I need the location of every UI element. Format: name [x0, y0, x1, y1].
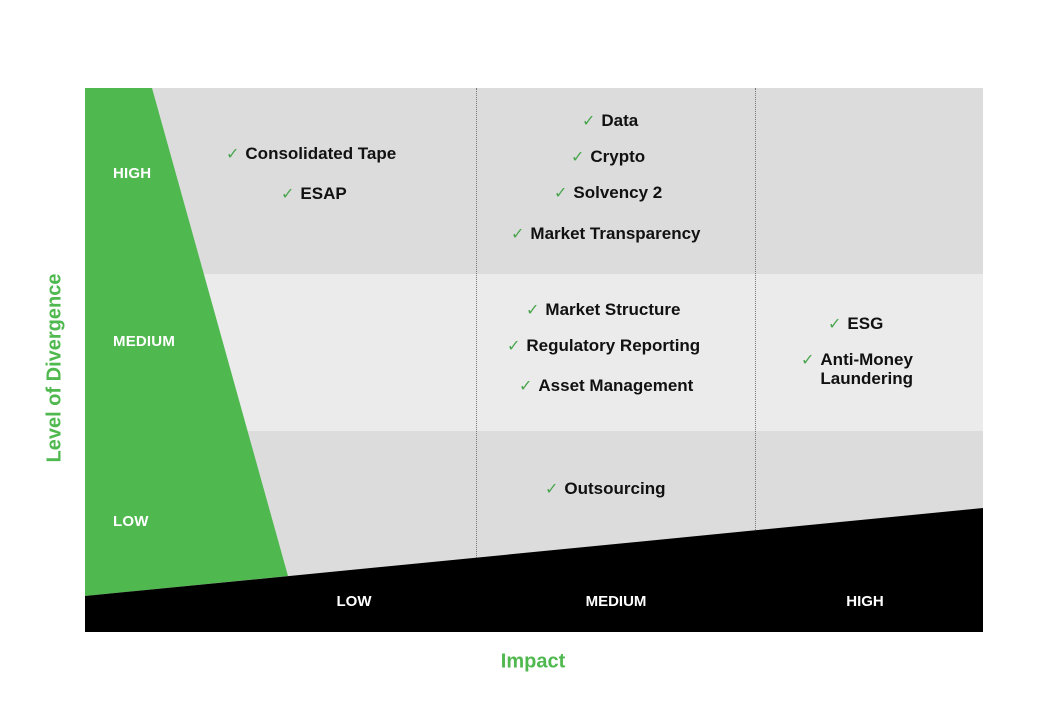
check-icon: ✓ [828, 314, 842, 333]
item-market-transparency: ✓ Market Transparency [511, 224, 701, 243]
x-level-high: HIGH [846, 593, 884, 610]
x-axis-title: Impact [500, 650, 566, 673]
check-icon: ✓ [507, 336, 521, 355]
item-label: Market Transparency [530, 224, 701, 243]
item-label: Crypto [590, 147, 646, 166]
item-consolidated-tape: ✓ Consolidated Tape [226, 144, 396, 163]
item-outsourcing: ✓ Outsourcing [545, 479, 665, 498]
item-label: Solvency 2 [573, 183, 663, 202]
y-axis-title: Level of Divergence [43, 273, 66, 463]
item-asset-management: ✓ Asset Management [519, 376, 693, 395]
impact-wedge [85, 508, 983, 632]
item-label-line-1: Anti-Money [820, 350, 913, 369]
check-icon: ✓ [519, 376, 533, 395]
item-esg: ✓ ESG [828, 314, 883, 333]
check-icon: ✓ [281, 184, 295, 203]
item-label: Market Structure [545, 300, 681, 319]
item-label: Data [601, 111, 639, 130]
check-icon: ✓ [554, 183, 568, 202]
item-anti-money-laundering: ✓ Anti-Money Laundering [801, 350, 913, 388]
x-level-medium: MEDIUM [585, 593, 647, 610]
item-market-structure: ✓ Market Structure [526, 300, 681, 319]
item-label: Outsourcing [564, 479, 666, 498]
item-solvency-2: ✓ Solvency 2 [554, 183, 662, 202]
divergence-wedge [85, 88, 288, 596]
check-icon: ✓ [511, 224, 525, 243]
check-icon: ✓ [526, 300, 540, 319]
item-data: ✓ Data [582, 111, 638, 130]
check-icon: ✓ [571, 147, 585, 166]
item-label: ESAP [300, 184, 347, 203]
item-label: ESG [847, 314, 884, 333]
y-level-low: LOW [113, 513, 149, 530]
item-regulatory-reporting: ✓ Regulatory Reporting [507, 336, 700, 355]
item-label: Consolidated Tape [245, 144, 397, 163]
check-icon: ✓ [582, 111, 596, 130]
column-divider-medium-high [755, 88, 756, 632]
check-icon: ✓ [801, 350, 815, 369]
item-label: Regulatory Reporting [526, 336, 701, 355]
y-level-medium: MEDIUM [113, 333, 176, 350]
y-level-high: HIGH [113, 165, 152, 182]
check-icon: ✓ [226, 144, 240, 163]
band-high-divergence [85, 88, 983, 274]
item-label-line-2: Laundering [820, 369, 913, 388]
x-level-low: LOW [336, 593, 372, 610]
divergence-impact-matrix: HIGH MEDIUM LOW LOW MEDIUM HIGH ✓ Consoli… [85, 88, 983, 632]
item-label: Asset Management [538, 376, 694, 395]
axis-wedges [85, 88, 983, 632]
column-divider-low-medium [476, 88, 477, 632]
item-esap: ✓ ESAP [281, 184, 347, 203]
check-icon: ✓ [545, 479, 559, 498]
item-crypto: ✓ Crypto [571, 147, 645, 166]
